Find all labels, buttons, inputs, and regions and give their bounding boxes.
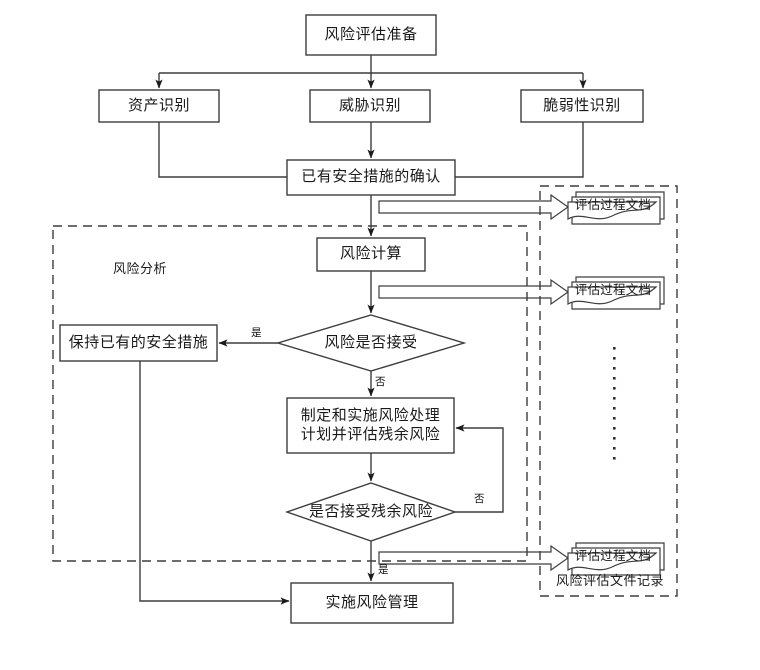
group-risk-assessment-records-label: 风险评估文件记录 (556, 573, 665, 588)
node-asset-identification-shape (98, 89, 220, 123)
edge-maintain-to-implement (139, 361, 290, 605)
edge-asset-to-existing-controls (158, 122, 287, 178)
node-preparation-shape (305, 14, 437, 56)
edge-label-residual-yes: 是 (378, 565, 389, 576)
doc-1-shape (567, 191, 665, 225)
node-existing-controls-shape (286, 159, 456, 196)
edge-label-residual-no: 否 (474, 494, 485, 505)
node-implement-risk-management-shape (290, 582, 454, 624)
edge-label-risk-accept-yes: 是 (251, 328, 262, 339)
doc-2-shape (567, 276, 665, 310)
node-treatment-plan-shape (286, 397, 455, 454)
edge-vulnerability-to-existing-controls (455, 122, 584, 178)
node-threat-identification-shape (309, 89, 431, 123)
node-risk-calculation-shape (316, 237, 426, 272)
node-vulnerability-identification-shape (520, 89, 644, 123)
block-arrow-to-doc-1 (378, 193, 570, 221)
doc-3-shape (567, 542, 665, 576)
edge-label-risk-accept-no: 否 (375, 377, 386, 388)
group-risk-analysis-label: 风险分析 (113, 261, 168, 276)
group-risk-assessment-records-border (539, 185, 678, 597)
ellipsis-dots (613, 347, 616, 460)
edge-decision2-no-loop (455, 424, 504, 513)
node-residual-risk-decision-shape (284, 482, 458, 542)
node-maintain-controls-shape (59, 324, 218, 362)
block-arrow-to-doc-2 (378, 278, 570, 306)
block-arrow-to-doc-3 (378, 544, 570, 572)
node-risk-acceptable-decision-shape (275, 314, 467, 372)
